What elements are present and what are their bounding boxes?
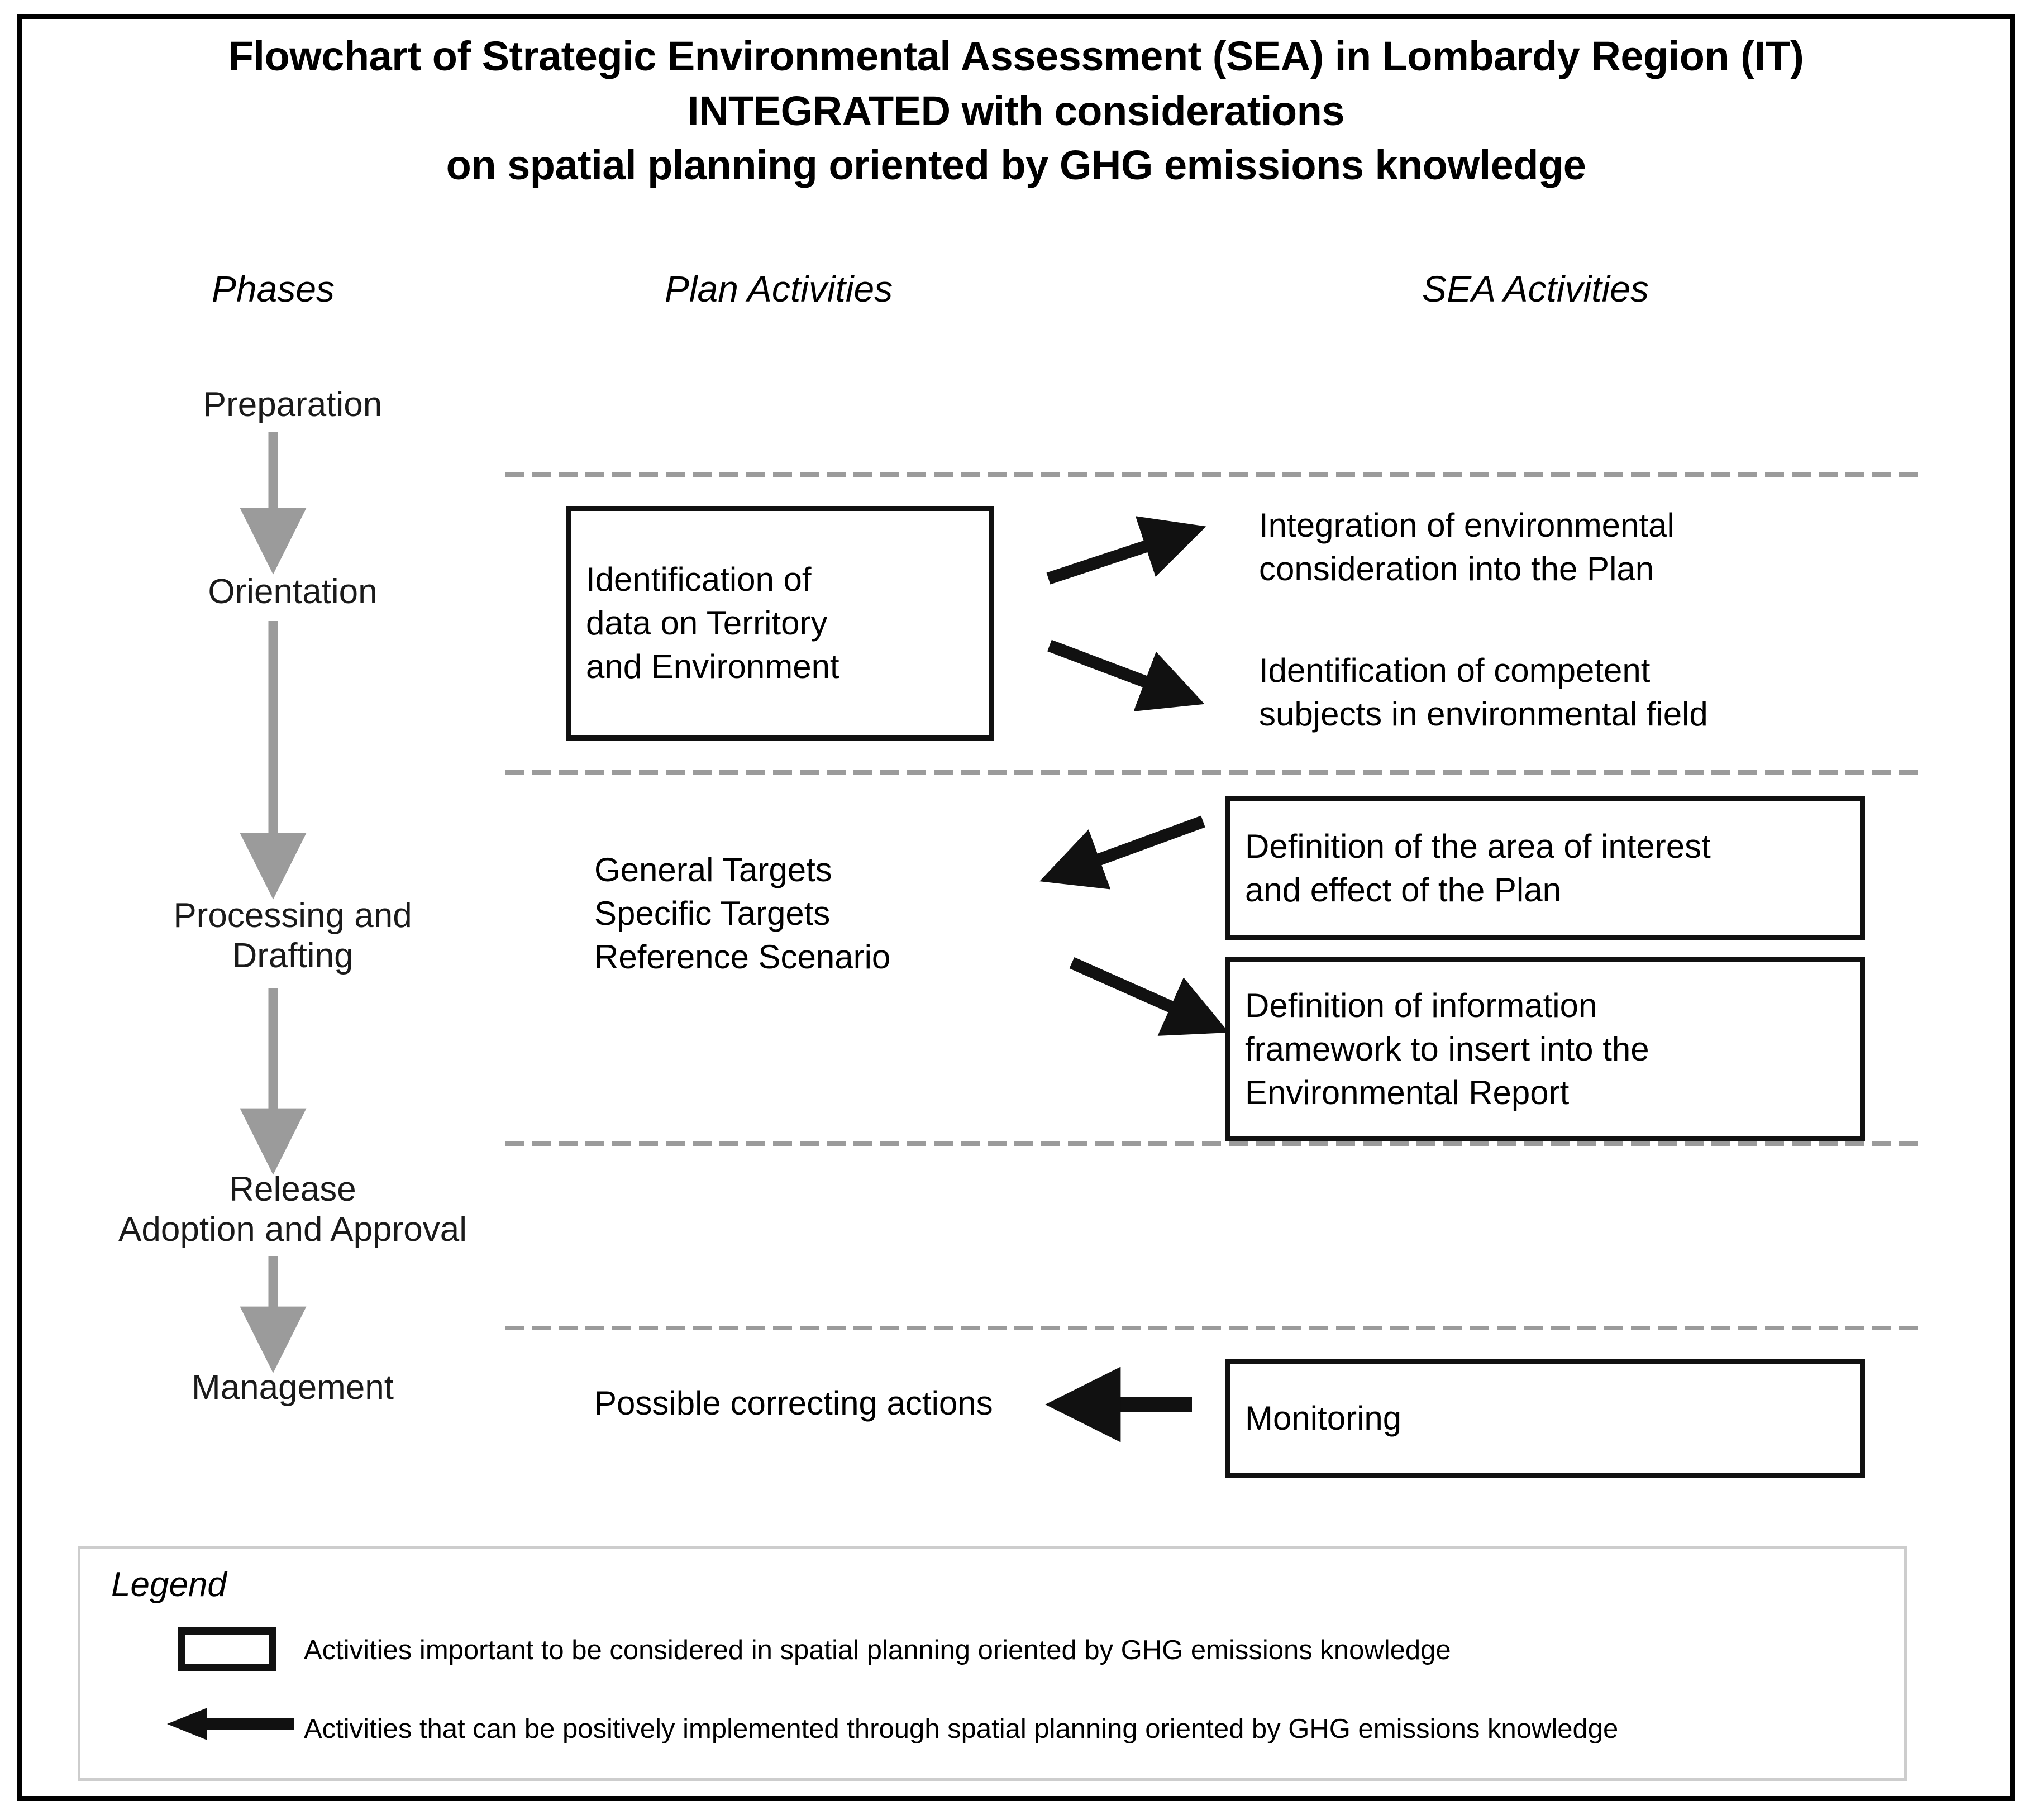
phase-label-management: Management bbox=[192, 1368, 394, 1407]
diagram-frame: Flowchart of Strategic Environmental Ass… bbox=[17, 14, 2015, 1801]
plan-box-identification-of-data[interactable]: Identification of data on Territory and … bbox=[566, 506, 994, 741]
phase-label-preparation: Preparation bbox=[203, 385, 383, 424]
phase-label-orientation: Orientation bbox=[208, 572, 378, 611]
plan-box-identification-label: Identification of data on Territory and … bbox=[586, 561, 839, 685]
legend-box-symbol bbox=[178, 1627, 276, 1671]
plan-text-targets-and-scenario: General Targets Specific Targets Referen… bbox=[594, 851, 891, 976]
phase-label-processing-and-drafting: Processing and Drafting bbox=[173, 896, 412, 975]
section-separator-2 bbox=[505, 770, 1924, 775]
legend-arrow-symbol bbox=[167, 1708, 294, 1740]
section-separator-1 bbox=[505, 472, 1924, 477]
section-separator-4 bbox=[505, 1326, 1924, 1330]
legend-title: Legend bbox=[111, 1565, 227, 1604]
title-line-1: Flowchart of Strategic Environmental Ass… bbox=[228, 33, 1804, 79]
legend-item-box-text: Activities important to be considered in… bbox=[304, 1635, 1451, 1665]
page-title: Flowchart of Strategic Environmental Ass… bbox=[22, 29, 2010, 193]
legend-item-arrow-text: Activities that can be positively implem… bbox=[304, 1714, 1619, 1744]
sea-box-information-label: Definition of information framework to i… bbox=[1245, 987, 1649, 1111]
plan-text-possible-correcting-actions: Possible correcting actions bbox=[594, 1384, 993, 1422]
column-header-plan-activities: Plan Activities bbox=[664, 268, 893, 309]
phase-flow-arrows bbox=[240, 432, 307, 1373]
sea-box-area-label: Definition of the area of interest and e… bbox=[1245, 828, 1711, 909]
column-header-phases: Phases bbox=[211, 268, 335, 309]
sea-box-definition-of-information-framework[interactable]: Definition of information framework to i… bbox=[1225, 957, 1865, 1141]
column-header-sea-activities: SEA Activities bbox=[1422, 268, 1649, 309]
sea-text-integration-of-environmental-consideration: Integration of environmental considerati… bbox=[1259, 507, 1675, 587]
section-separator-3 bbox=[505, 1141, 1924, 1146]
sea-box-definition-of-area-of-interest[interactable]: Definition of the area of interest and e… bbox=[1225, 796, 1865, 940]
title-line-3: on spatial planning oriented by GHG emis… bbox=[446, 142, 1586, 189]
sea-text-identification-of-competent-subjects: Identification of competent subjects in … bbox=[1259, 652, 1708, 733]
title-line-2: INTEGRATED with considerations bbox=[688, 87, 1344, 134]
phase-label-release-adoption-and-approval: Release Adoption and Approval bbox=[118, 1170, 467, 1249]
sea-box-monitoring-label: Monitoring bbox=[1245, 1399, 1402, 1437]
sea-box-monitoring[interactable]: Monitoring bbox=[1225, 1359, 1865, 1478]
legend: Legend Activities important to be consid… bbox=[78, 1546, 1907, 1781]
